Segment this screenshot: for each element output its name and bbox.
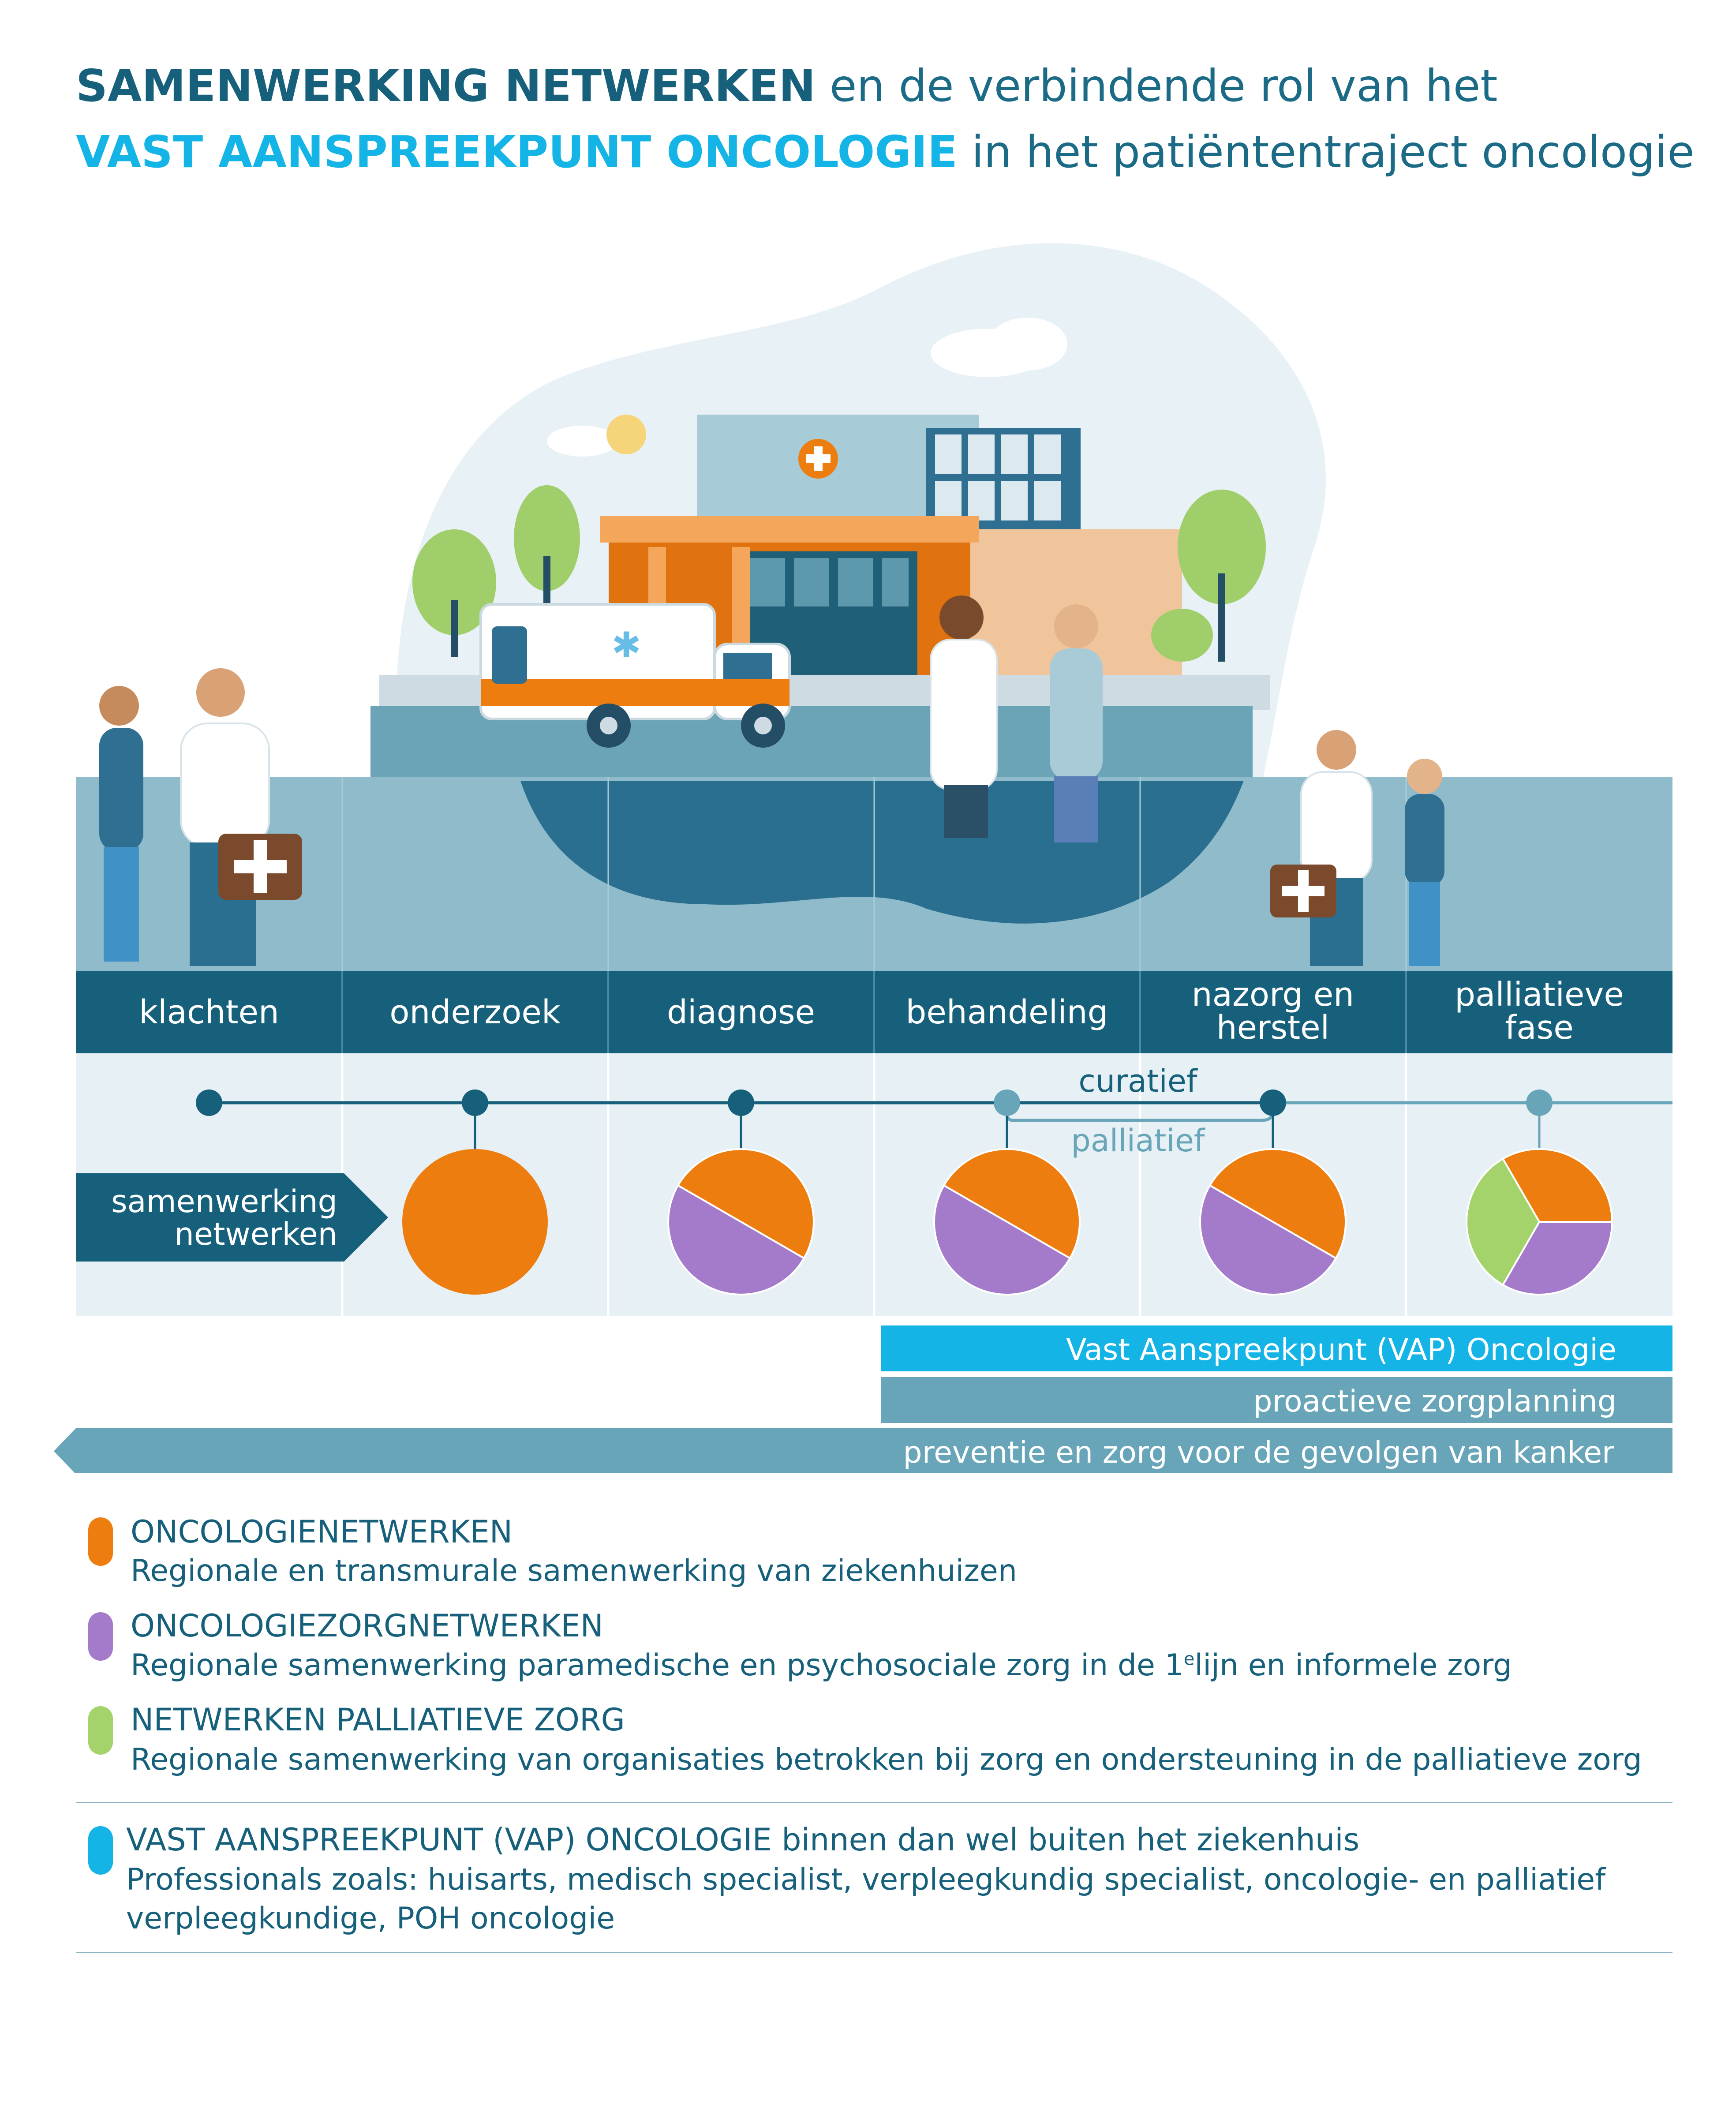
pie-slice-oncologiezorgnetwerken — [933, 1184, 1071, 1295]
sun-icon — [606, 415, 646, 454]
bar-vap — [881, 1325, 1672, 1371]
collab-label-line1: samenwerking — [111, 1183, 337, 1220]
legend-desc-netwerken-palliatieve-zorg: Regionale samenwerking van organisaties … — [131, 1742, 1642, 1777]
phase-palliatief-line2: fase — [1505, 1009, 1573, 1047]
pie-slice-oncologiezorgnetwerken — [1199, 1184, 1337, 1295]
legend-desc-oncologiezorgnetwerken: Regionale samenwerking paramedische en p… — [131, 1648, 1512, 1683]
phase-nazorg-line2: herstel — [1216, 1009, 1330, 1047]
pie-slice-netwerken_palliatieve_zorg — [1466, 1157, 1541, 1286]
title-line-2: VAST AANSPREEKPUNT ONCOLOGIE in het pati… — [76, 128, 1695, 176]
pie-slice-oncologienetwerken — [402, 1149, 548, 1295]
title-line-2-bold: VAST AANSPREEKPUNT ONCOLOGIE — [76, 126, 958, 178]
legend-dot-vap — [88, 1826, 113, 1875]
pie-slice-oncologienetwerken — [1501, 1148, 1613, 1223]
phase-klachten: klachten — [139, 993, 279, 1031]
legend-head-oncologiezorgnetwerken: ONCOLOGIEZORGNETWERKEN — [131, 1608, 604, 1644]
pie-slice-oncologiezorgnetwerken — [667, 1184, 805, 1295]
pie-slice-oncologiezorgnetwerken — [1501, 1220, 1613, 1295]
bar-vap-label: Vast Aanspreekpunt (VAP) Oncologie — [1066, 1333, 1616, 1367]
phase-header-dividers — [341, 971, 1407, 1053]
phase-palliatief-line1: palliatieve — [1455, 976, 1624, 1014]
phase-onderzoek: onderzoek — [389, 993, 561, 1031]
svg-text:✱: ✱ — [611, 625, 641, 666]
title-line-1-rest: en de verbindende rol van het — [816, 60, 1498, 112]
legend-rule-top — [76, 1802, 1672, 1803]
legend-desc-oncologienetwerken: Regionale en transmurale samenwerking va… — [131, 1554, 1017, 1588]
track-label-palliatief: palliatief — [1071, 1123, 1205, 1159]
legend-head-vap: VAST AANSPREEKPUNT (VAP) ONCOLOGIE binne… — [126, 1822, 1360, 1858]
legend-desc-vap-line1: Professionals zoals: huisarts, medisch s… — [126, 1862, 1606, 1897]
legend-desc-2-before: Regionale samenwerking paramedische en p… — [131, 1648, 1184, 1683]
doctor-bag-icon — [218, 834, 1336, 917]
timeline-nodes — [196, 1089, 1553, 1116]
collab-arrow-shape — [76, 1173, 388, 1262]
pie-slice-oncologienetwerken — [943, 1148, 1081, 1260]
bar-preventie — [54, 1428, 1672, 1473]
legend-dot-oncologiezorgnetwerken — [88, 1612, 113, 1661]
network-pies — [402, 1148, 1613, 1295]
legend-dot-netwerken-palliatieve-zorg — [88, 1706, 113, 1755]
legend-desc-2-after: lijn en informele zorg — [1194, 1648, 1512, 1683]
bar-preventie-label: preventie en zorg voor de gevolgen van k… — [903, 1435, 1614, 1470]
bar-zorgplanning — [881, 1377, 1672, 1423]
cloud-icon — [547, 318, 1067, 457]
title-line-2-rest: in het patiëntentraject oncologie — [958, 126, 1695, 178]
phase-behandeling: behandeling — [905, 993, 1108, 1031]
collab-label-line2: netwerken — [175, 1216, 337, 1252]
pie-slice-oncologienetwerken — [1208, 1148, 1347, 1260]
legend-dot-oncologienetwerken — [88, 1517, 113, 1566]
care-pathway-diagram: ✱ — [54, 243, 1672, 1473]
phase-diagnose: diagnose — [667, 993, 815, 1031]
legend-head-oncologienetwerken: ONCOLOGIENETWERKEN — [131, 1514, 513, 1550]
person-icon — [99, 595, 1444, 966]
track-label-curatief: curatief — [1078, 1063, 1197, 1099]
title-line-1: SAMENWERKING NETWERKEN en de verbindende… — [76, 62, 1497, 110]
title-line-1-bold: SAMENWERKING NETWERKEN — [76, 60, 816, 112]
legend-head-netwerken-palliatieve-zorg: NETWERKEN PALLIATIEVE ZORG — [131, 1702, 625, 1738]
phase-nazorg-line1: nazorg en — [1192, 976, 1354, 1014]
pie-slice-oncologienetwerken — [677, 1148, 815, 1260]
legend-rule-bottom — [76, 1952, 1672, 1953]
legend-desc-vap-line2: verpleegkundige, POH oncologie — [126, 1901, 615, 1936]
bar-zorgplanning-label: proactieve zorgplanning — [1253, 1384, 1616, 1419]
ambulance-icon: ✱ — [479, 603, 791, 748]
legend-desc-2-sup: e — [1183, 1649, 1195, 1670]
